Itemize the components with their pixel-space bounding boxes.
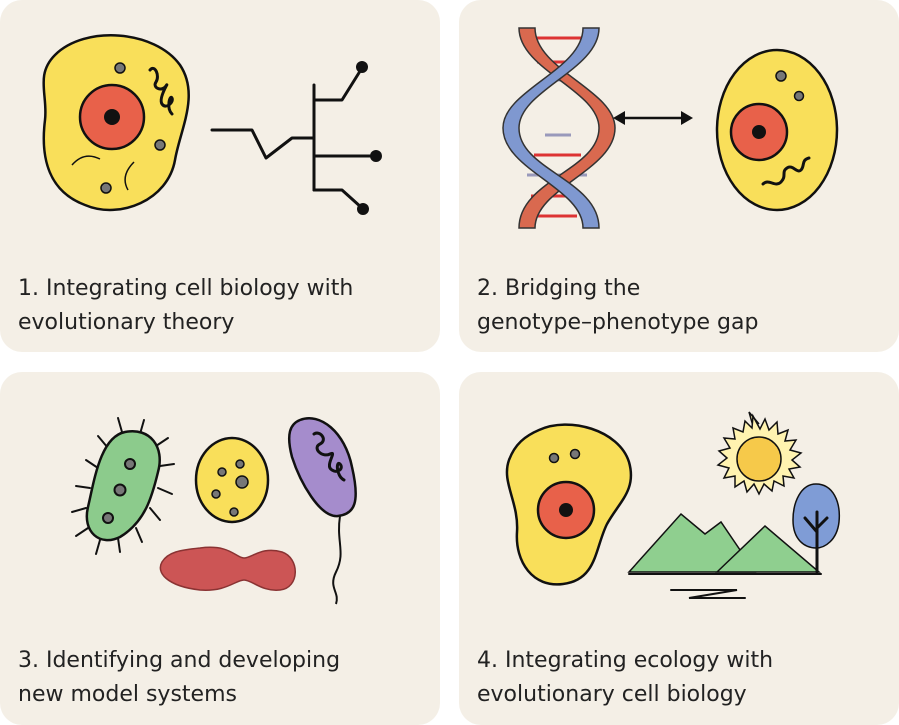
panel-integrating-cell-biology: 1. Integrating cell biology with evoluti…	[0, 0, 440, 352]
phenotype-cell-icon	[717, 50, 837, 210]
panel-model-systems: 3. Identifying and developing new model …	[0, 372, 440, 725]
panel-1-illustration	[0, 0, 440, 260]
panel-genotype-phenotype: 2. Bridging the genotype–phenotype gap	[459, 0, 899, 352]
panel-4-caption: 4. Integrating ecology with evolutionary…	[477, 644, 887, 712]
panel-2-illustration	[459, 0, 899, 260]
sun-icon	[718, 412, 801, 494]
phylogenetic-tree-icon	[212, 61, 382, 215]
ciliated-bacterium-icon	[72, 418, 174, 554]
panel-2-caption: 2. Bridging the genotype–phenotype gap	[477, 272, 887, 340]
panel-3-illustration	[0, 372, 440, 632]
ground-lines-icon	[629, 574, 821, 598]
round-cell-icon	[196, 438, 268, 522]
panel-ecology: 4. Integrating ecology with evolutionary…	[459, 372, 899, 725]
ecology-cell-icon	[507, 425, 631, 585]
mountains-icon	[629, 514, 819, 572]
panel-1-caption: 1. Integrating cell biology with evoluti…	[18, 272, 428, 340]
dna-helix-icon	[503, 28, 615, 228]
double-arrow-icon	[613, 111, 693, 125]
flagellated-bacterium-icon	[289, 418, 356, 604]
panel-4-illustration	[459, 372, 899, 632]
dividing-cell-icon	[160, 547, 295, 590]
eukaryotic-cell-icon	[44, 35, 189, 210]
panel-3-caption: 3. Identifying and developing new model …	[18, 644, 428, 712]
